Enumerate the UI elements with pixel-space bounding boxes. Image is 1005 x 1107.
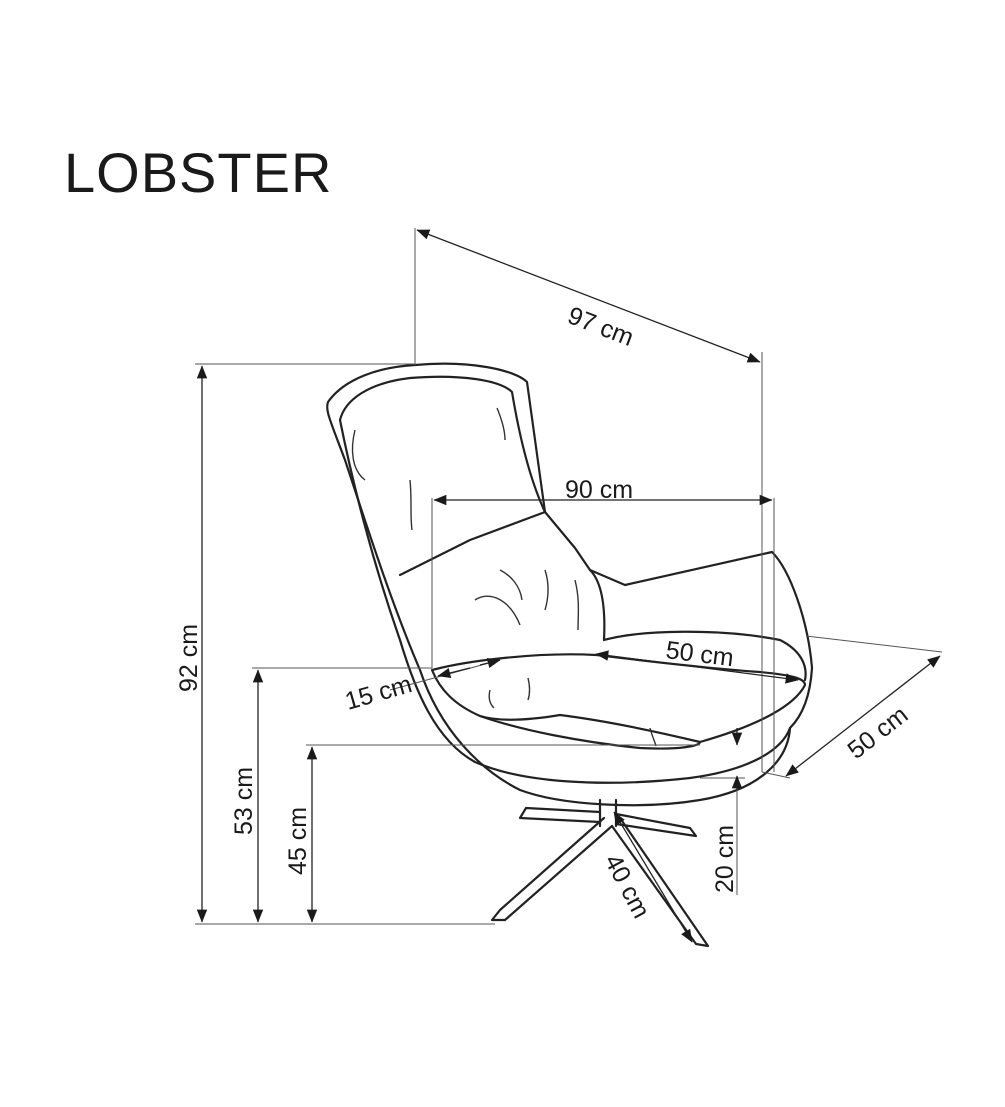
arm-cushion xyxy=(588,568,606,642)
back-cushion-seam xyxy=(398,510,547,577)
dim-depth-label: 97 cm xyxy=(564,301,638,352)
dim-seat-depth: 50 cm xyxy=(761,635,943,779)
dim-height: 92 cm xyxy=(175,363,495,925)
dim-seat-thickness-label: 15 cm xyxy=(342,670,415,716)
base-leg-left xyxy=(490,816,614,922)
dim-seat-height-label: 45 cm xyxy=(284,807,312,875)
dim-base-leg-label: 40 cm xyxy=(599,850,656,923)
chair-outline xyxy=(326,362,814,948)
dim-width-label: 90 cm xyxy=(565,476,633,504)
shell-side xyxy=(338,418,792,784)
dim-width: 90 cm xyxy=(431,476,775,772)
shell-inner xyxy=(338,375,547,514)
seat-front xyxy=(478,714,702,750)
dim-seat-depth-label: 50 cm xyxy=(842,701,913,765)
dim-base-leg: 40 cm xyxy=(599,811,693,943)
dim-base-height: 20 cm xyxy=(700,728,745,895)
dim-armrest-height: 53 cm xyxy=(230,667,432,923)
dim-armrest-label: 53 cm xyxy=(230,767,258,835)
base-leg-right xyxy=(614,812,698,838)
product-title: LOBSTER xyxy=(64,141,333,204)
base-leg-back xyxy=(518,806,602,824)
seat-cushion xyxy=(430,653,807,744)
dim-height-label: 92 cm xyxy=(175,624,203,692)
dim-seat-height: 45 cm xyxy=(284,744,700,923)
dimension-lines: 97 cm 90 cm 92 cm 53 cm 45 cm xyxy=(175,228,943,943)
dim-seat-width-label: 50 cm xyxy=(664,636,735,672)
dim-base-height-label: 20 cm xyxy=(711,825,739,893)
